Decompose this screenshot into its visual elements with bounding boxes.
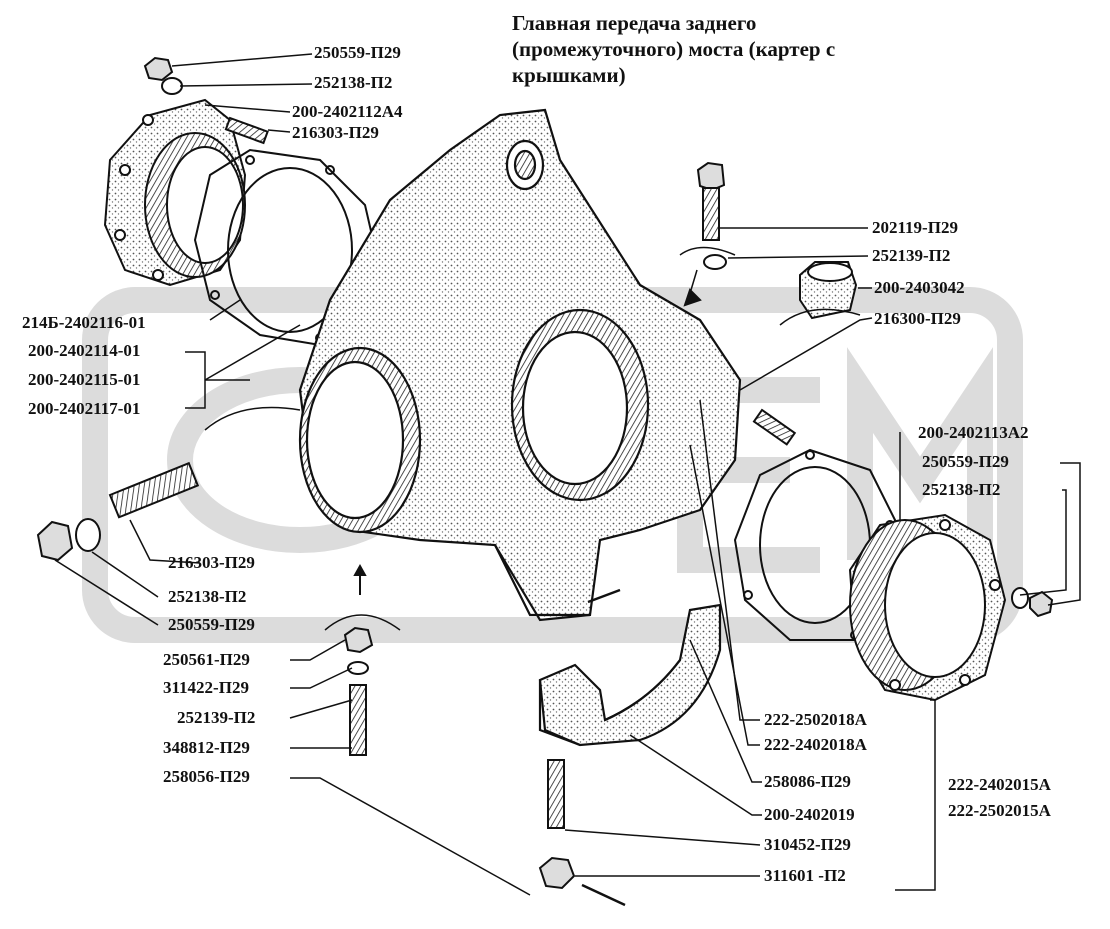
part-label-200-2402019: 200-2402019 — [764, 805, 855, 824]
part-label-258056-p29: 258056-П29 — [163, 767, 250, 786]
right-fasteners — [1011, 587, 1054, 618]
title-line-3: крышками) — [512, 63, 626, 87]
part-label-252139-p2-right: 252139-П2 — [872, 246, 951, 265]
diagram-title: Главная передача заднего (промежуточного… — [512, 10, 932, 88]
part-label-311422-p29: 311422-П29 — [163, 678, 249, 697]
part-label-222-2502018a: 222-2502018А — [764, 710, 867, 729]
part-label-250559-p29-top: 250559-П29 — [314, 43, 401, 62]
main-housing — [298, 108, 742, 622]
part-label-250559-p29-left: 250559-П29 — [168, 615, 255, 634]
bottom-fasteners — [538, 588, 626, 907]
part-label-216303-p29-top: 216303-П29 — [292, 123, 379, 142]
part-label-348812-p29: 348812-П29 — [163, 738, 250, 757]
top-right-bolt — [679, 161, 736, 307]
part-label-202119-p29: 202119-П29 — [872, 218, 958, 237]
part-label-216303-p29-left: 216303-П29 — [168, 553, 255, 572]
leader-lines — [54, 53, 1081, 896]
part-label-214b-2402116-01: 214Б-2402116-01 — [22, 313, 146, 332]
part-label-252138-p2-right: 252138-П2 — [922, 480, 1001, 499]
part-label-216300-p29: 216300-П29 — [874, 309, 961, 328]
bearing-cap — [538, 603, 722, 747]
part-label-222-2402018a: 222-2402018А — [764, 735, 867, 754]
part-label-200-2402114-01: 200-2402114-01 — [28, 341, 141, 360]
part-label-200-2402117-01: 200-2402117-01 — [28, 399, 141, 418]
part-label-310452-p29: 310452-П29 — [764, 835, 851, 854]
part-label-258086-p29: 258086-П29 — [764, 772, 851, 791]
part-label-222-2502015a: 222-2502015А — [948, 801, 1051, 820]
part-label-200-2402115-01: 200-2402115-01 — [28, 370, 141, 389]
part-label-252139-p2-bottom: 252139-П2 — [177, 708, 256, 727]
part-label-200-2403042: 200-2403042 — [874, 278, 965, 297]
right-bearing-cover — [848, 513, 1007, 702]
title-line-2: (промежуточного) моста (картер с — [512, 37, 836, 61]
top-left-fasteners — [143, 56, 269, 145]
right-stud — [752, 408, 797, 446]
part-label-311601-p2: 311601 -П2 — [764, 866, 846, 885]
part-label-200-2402113a2: 200-2402113А2 — [918, 423, 1029, 442]
part-label-250561-p29: 250561-П29 — [163, 650, 250, 669]
part-label-250559-p29-right: 250559-П29 — [922, 452, 1009, 471]
part-label-252138-p2-left: 252138-П2 — [168, 587, 247, 606]
part-label-222-2402015a: 222-2402015А — [948, 775, 1051, 794]
left-lower-fasteners — [36, 406, 301, 562]
part-label-200-2402112a4: 200-2402112А4 — [292, 102, 403, 121]
part-label-252138-p2-top: 252138-П2 — [314, 73, 393, 92]
left-bearing-cover — [103, 98, 247, 287]
bottom-stud-group — [324, 563, 401, 756]
title-line-1: Главная передача заднего — [512, 11, 757, 35]
bushing — [779, 261, 861, 326]
